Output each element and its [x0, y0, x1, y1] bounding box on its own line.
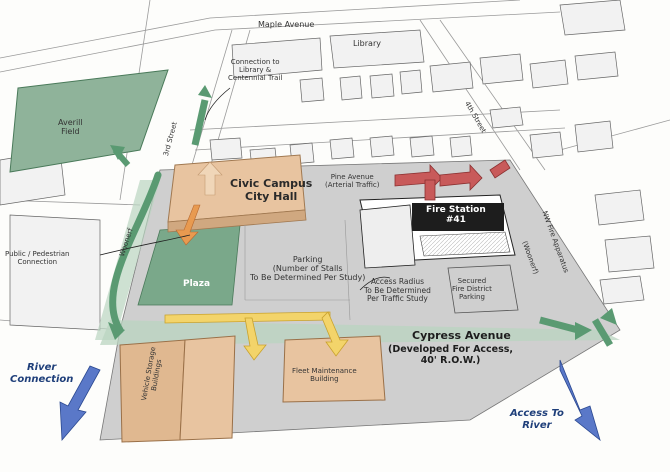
fire-station-building [359, 194, 516, 269]
label-pine-avenue: Pine Avenue (Arterial Traffic) [325, 173, 380, 190]
pedestrian-leader [99, 234, 191, 256]
label-maple-avenue: Maple Avenue [258, 20, 315, 29]
label-access-to-river: Access To River [510, 408, 564, 431]
label-connection-library: Connection to Library & Centennial Trail [228, 58, 283, 83]
cypress-green-arrow [539, 316, 579, 334]
label-parking: Parking (Number of Stalls To Be Determin… [250, 255, 366, 283]
vehicle-storage-buildings [119, 335, 236, 443]
label-river-connection: River Connection [10, 362, 74, 385]
label-public-pedestrian: Public / Pedestrian Connection [5, 250, 70, 267]
label-developed-for-access: (Developed For Access, 40' R.O.W.) [388, 344, 514, 366]
parking-lines [244, 219, 351, 321]
river-arrows [59, 359, 601, 442]
context-buildings [0, 0, 655, 331]
city-hall-up-arrow [197, 161, 223, 196]
label-library: Library [353, 39, 381, 48]
secured-parking-area [447, 264, 519, 314]
access-radius-leader [359, 276, 391, 291]
label-cypress-avenue: Cypress Avenue [412, 329, 511, 342]
label-averill-field: Averill Field [58, 118, 83, 137]
label-fleet-maintenance: Fleet Maintenance Building [292, 367, 357, 384]
label-fire-station: Fire Station #41 [426, 205, 486, 226]
east-green-arrow [591, 318, 614, 347]
label-secured-parking: Secured Fire District Parking [452, 277, 492, 302]
averill-field-parcel [9, 69, 169, 173]
yellow-access-arrows [164, 311, 349, 361]
third-street-arrow [191, 99, 209, 146]
label-plaza: Plaza [183, 279, 211, 289]
connection-leader [204, 87, 231, 121]
fleet-maintenance-building [282, 335, 386, 403]
pine-avenue-red-arrows [394, 159, 511, 201]
label-access-radius: Access Radius To Be Determined Per Traff… [364, 277, 431, 304]
woonerf-loop-arrow [109, 171, 162, 334]
label-civic-campus: Civic Campus City Hall [230, 177, 313, 203]
